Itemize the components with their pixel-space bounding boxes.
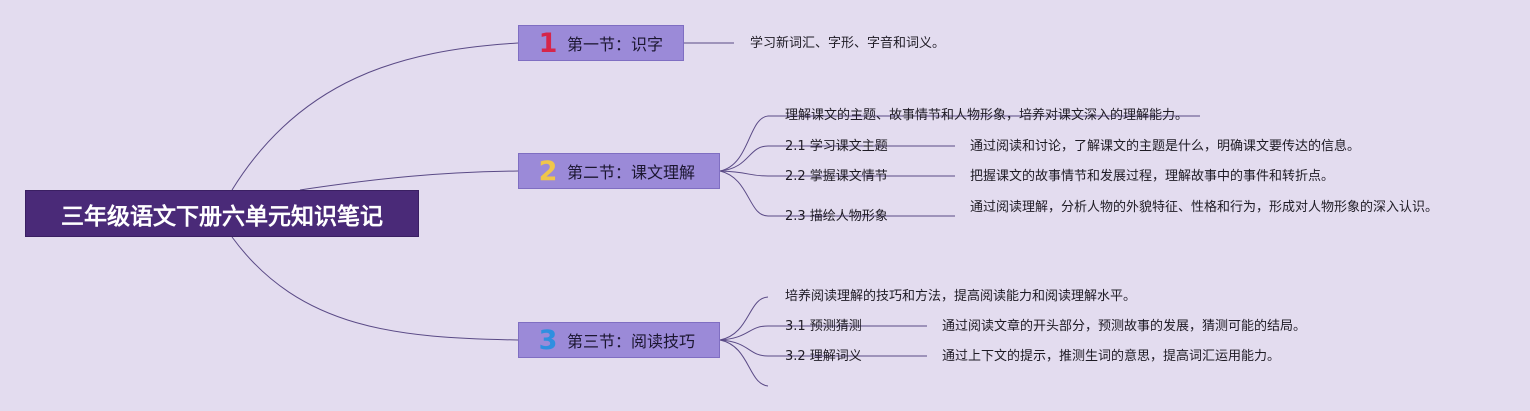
topic-2-2-label[interactable]: 2.2 掌握课文情节 xyxy=(785,169,888,184)
section-3-node[interactable]: 3 第三节：阅读技巧 xyxy=(518,322,720,358)
topic-2-1-detail: 通过阅读和讨论，了解课文的主题是什么，明确课文要传达的信息。 xyxy=(970,139,1361,154)
section-3-summary: 培养阅读理解的技巧和方法，提高阅读能力和阅读理解水平。 xyxy=(785,289,1137,304)
section-1-label: 第一节：识字 xyxy=(567,35,664,54)
number-2-icon: 2 xyxy=(538,155,558,187)
root-topic[interactable]: 三年级语文下册六单元知识笔记 xyxy=(25,190,419,237)
topic-2-3-label[interactable]: 2.3 描绘人物形象 xyxy=(785,209,888,224)
section-1-node[interactable]: 1 第一节：识字 xyxy=(518,25,684,61)
section-2-label: 第二节：课文理解 xyxy=(567,163,696,182)
topic-2-1-label[interactable]: 2.1 学习课文主题 xyxy=(785,139,888,154)
root-title: 三年级语文下册六单元知识笔记 xyxy=(61,203,383,230)
topic-2-2-detail: 把握课文的故事情节和发展过程，理解故事中的事件和转折点。 xyxy=(970,169,1335,184)
number-1-icon: 1 xyxy=(538,27,558,59)
topic-2-3-detail: 通过阅读理解，分析人物的外貌特征、性格和行为，形成对人物形象的深入认识。 xyxy=(970,200,1439,215)
section-3-label: 第三节：阅读技巧 xyxy=(567,332,696,351)
topic-3-1-label[interactable]: 3.1 预测猜测 xyxy=(785,319,862,334)
section-2-summary: 理解课文的主题、故事情节和人物形象，培养对课文深入的理解能力。 xyxy=(785,108,1189,123)
section-2-node[interactable]: 2 第二节：课文理解 xyxy=(518,153,720,189)
number-3-icon: 3 xyxy=(538,324,558,356)
topic-3-2-detail: 通过上下文的提示，推测生词的意思，提高词汇运用能力。 xyxy=(942,349,1281,364)
topic-3-1-detail: 通过阅读文章的开头部分，预测故事的发展，猜测可能的结局。 xyxy=(942,319,1307,334)
topic-3-2-label[interactable]: 3.2 理解词义 xyxy=(785,349,862,364)
section-1-detail: 学习新词汇、字形、字音和词义。 xyxy=(750,36,946,51)
